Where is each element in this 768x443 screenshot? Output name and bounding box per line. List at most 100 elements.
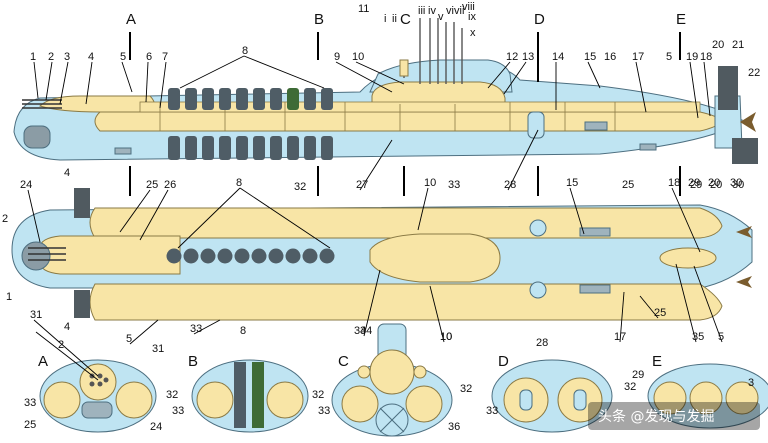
callout-number: 8 — [236, 177, 242, 189]
leader-line — [587, 61, 601, 89]
cross-section-callout: 33 — [172, 405, 184, 417]
torpedo-tubes-plan — [28, 247, 66, 261]
cross-section-callout: 32 — [460, 383, 472, 395]
cross-section-b — [191, 359, 309, 433]
callout-number: 15 — [584, 51, 596, 63]
leader-line — [671, 187, 701, 253]
leader-line — [33, 61, 39, 99]
callout-number: 33 — [448, 179, 460, 191]
missile-tube — [321, 88, 333, 110]
leader-line — [429, 285, 445, 343]
callout-number: 3 — [64, 51, 70, 63]
callout-number: 18 — [700, 51, 712, 63]
callout-number: 30 — [730, 177, 742, 189]
callout-number: 5 — [126, 333, 132, 345]
missile-tube — [304, 88, 316, 110]
callout-number: 1 — [6, 291, 12, 303]
plan-view — [11, 188, 753, 321]
cross-section-e — [647, 363, 768, 429]
cross-section-callout: 33 — [318, 405, 330, 417]
leader-line — [59, 61, 69, 105]
callout-number: 1 — [30, 51, 36, 63]
callout-number: 5 — [718, 331, 724, 343]
mast-numeral: iii — [418, 5, 425, 17]
leader-line — [129, 319, 159, 345]
callout-number: 10 — [424, 177, 436, 189]
missile-tube-top — [285, 248, 301, 264]
cross-section-callout: 32 — [624, 381, 636, 393]
propeller-plan-1 — [736, 226, 752, 238]
missile-tube-top — [234, 248, 250, 264]
callout-number: 2 — [2, 213, 8, 225]
reactor-1-plan — [529, 219, 547, 237]
leader-line — [507, 129, 539, 191]
missile-tube — [321, 136, 333, 160]
callout-number: 28 — [504, 179, 516, 191]
cross-section-callout: 32 — [312, 389, 324, 401]
callout-number: 10 — [440, 331, 452, 343]
cross-section-callout: 36 — [448, 421, 460, 433]
cross-section-letter: A — [38, 353, 48, 370]
propeller-side — [740, 112, 756, 132]
section-letter: B — [314, 11, 324, 28]
item-25-side — [114, 147, 132, 155]
cross-section-letter: C — [338, 353, 349, 370]
leader-line — [159, 61, 167, 109]
leader-line — [487, 61, 511, 89]
pressure-hull-side — [94, 111, 723, 132]
callout-number: 25 — [146, 179, 158, 191]
leader-line — [33, 319, 99, 377]
aft-module-plan — [659, 247, 717, 269]
callout-number: 15 — [566, 177, 578, 189]
leader-line — [119, 189, 151, 233]
missile-tube — [304, 136, 316, 160]
cross-section-callout: 29 — [632, 369, 644, 381]
missile-tube — [168, 136, 180, 160]
leader-line — [27, 189, 41, 243]
leader-line — [675, 263, 697, 343]
leader-line — [145, 61, 149, 103]
bulkheads-side — [159, 102, 616, 131]
callout-number: 17 — [632, 51, 644, 63]
callout-number: 30 — [732, 179, 744, 191]
callout-number: 25 — [622, 179, 634, 191]
callout-number: 35 — [692, 331, 704, 343]
callout-number: 12 — [506, 51, 518, 63]
callout-number: 17 — [614, 331, 626, 343]
callout-number: 20 — [712, 39, 724, 51]
missile-tube — [253, 136, 265, 160]
callout-number: 22 — [748, 67, 760, 79]
reactor-item-side — [527, 111, 545, 139]
missile-tube — [287, 88, 299, 110]
leader-line — [335, 61, 393, 93]
missile-tube-top — [200, 248, 216, 264]
sonar-plan — [21, 241, 51, 271]
missile-tube-top — [217, 248, 233, 264]
missile-tube — [219, 88, 231, 110]
item-25-aft-side — [639, 143, 657, 151]
cross-section-d — [491, 359, 613, 433]
missile-tube-top — [319, 248, 335, 264]
callout-number: 19 — [686, 51, 698, 63]
mast-numeral: ii — [392, 13, 397, 25]
reactor-2-plan — [529, 281, 547, 299]
callout-number: 13 — [522, 51, 534, 63]
mast-numeral: ix — [468, 11, 476, 23]
missile-tube-top — [166, 248, 182, 264]
missile-tubes-plan — [166, 248, 335, 264]
callout-number: 8 — [242, 45, 248, 57]
missile-tube — [236, 88, 248, 110]
machinery-plan-1 — [579, 227, 611, 237]
propeller-plan-2 — [736, 276, 752, 288]
cross-section-callout: 2 — [58, 339, 64, 351]
missile-tubes-lower — [168, 136, 333, 160]
leader-line — [179, 55, 245, 89]
section-letter: E — [676, 11, 686, 28]
periscope-housing — [399, 59, 409, 77]
leader-line — [639, 295, 659, 319]
callout-number: 20 — [710, 179, 722, 191]
leader-line — [635, 61, 647, 113]
missile-tube-top — [251, 248, 267, 264]
mast-numeral: x — [470, 27, 476, 39]
leader-line — [45, 61, 53, 101]
